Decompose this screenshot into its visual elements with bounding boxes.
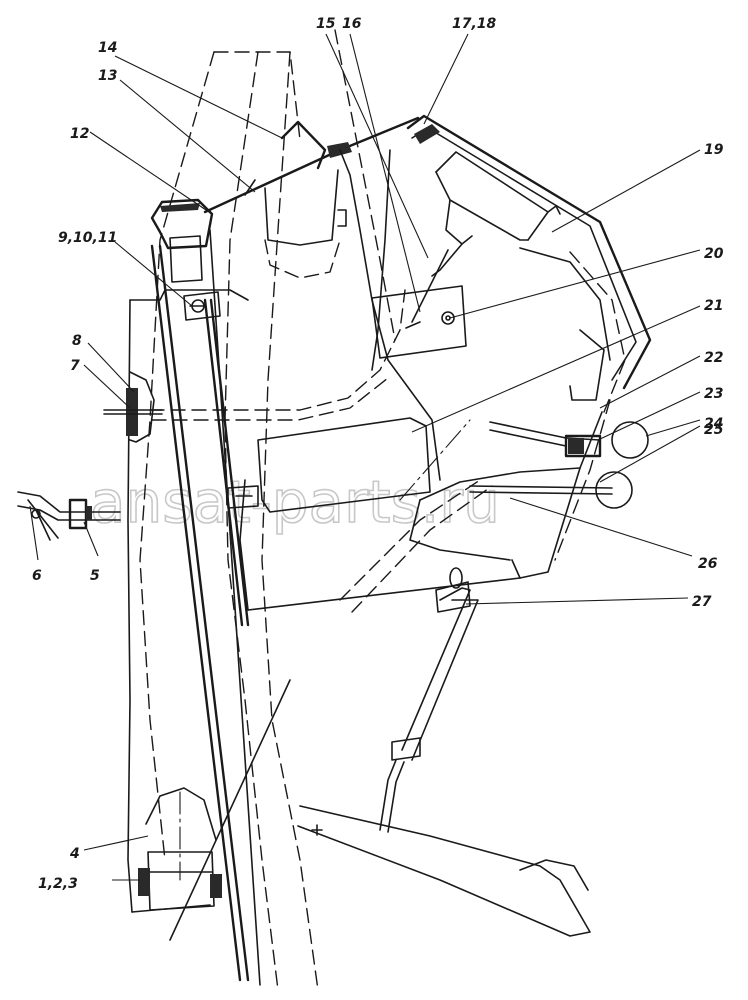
callout-1-2-3: 1,2,3 [38,876,78,892]
callout-12: 12 [70,126,89,142]
pedal-parts-5-6 [17,491,121,541]
leader-lines [29,33,701,881]
callout-27: 27 [692,594,712,610]
callout-6: 6 [32,568,42,584]
callout-15: 15 [316,16,336,32]
callout-9-10-11: 9,10,11 [58,230,117,246]
column-outline [139,29,396,991]
callout-5: 5 [90,568,100,584]
callout-24: 24 [704,416,723,432]
panel-21 [257,417,431,513]
callout-4: 4 [69,846,80,862]
callout-21: 21 [704,298,723,314]
callout-26: 26 [698,556,718,572]
callout-13: 13 [98,68,117,84]
upper-housing [406,114,652,413]
bottom-bracket [138,679,291,941]
callout-22: 22 [704,350,723,366]
callout-17-18: 17,18 [452,16,497,32]
bracket-15-16 [371,249,467,359]
inner-panel [149,149,441,481]
watermark: ansat-parts.ru [90,468,500,536]
levers [399,419,649,509]
callout-8: 8 [72,333,82,349]
rod-27 [379,567,479,833]
right-housing [339,399,611,613]
side-plate [127,289,521,913]
callout-20: 20 [704,246,724,262]
callout-23: 23 [704,386,723,402]
callout-19: 19 [704,142,724,158]
column-channel [150,229,261,986]
callout-25: 25 [704,422,724,438]
pivot-7-8 [103,371,163,443]
callout-labels: 14 13 12 9,10,11 8 7 6 5 4 1,2,3 15 16 1… [32,16,724,892]
callout-16: 16 [342,16,362,32]
base-frame [297,805,591,937]
callout-7: 7 [70,358,80,374]
callout-14: 14 [98,40,117,56]
